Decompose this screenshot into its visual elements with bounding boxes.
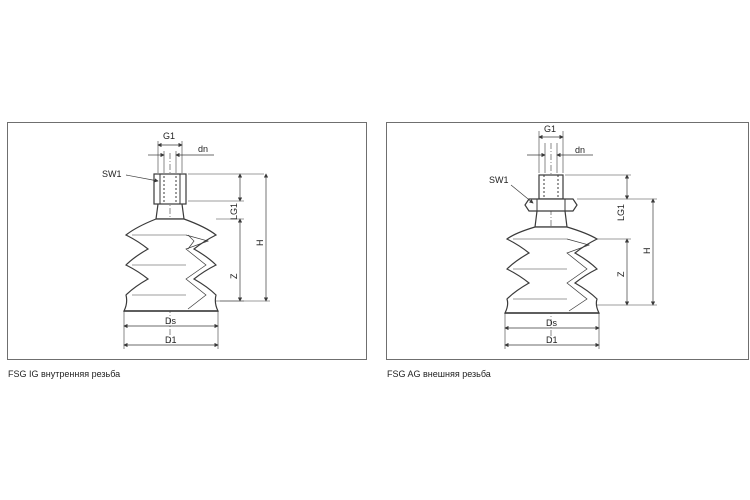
label-sw1: SW1 — [489, 175, 509, 185]
suction-cup-ag-drawing: G1 dn SW1 LG1 H Z Ds D1 — [489, 124, 657, 349]
label-z: Z — [616, 271, 626, 277]
drawing-panel-ig: G1 dn SW1 LG1 H Z Ds D1 — [7, 122, 367, 360]
label-d1: D1 — [546, 335, 558, 345]
hex-nut-ig — [153, 173, 187, 205]
threaded-stud-ag — [538, 174, 564, 200]
caption-ag: FSG AG внешняя резьба — [387, 369, 491, 379]
label-dn: dn — [198, 144, 208, 154]
label-h: H — [642, 248, 652, 255]
suction-cup-ig-drawing: G1 dn SW1 LG1 H Z Ds D1 — [102, 131, 270, 349]
label-z: Z — [229, 273, 239, 279]
label-lg1: LG1 — [616, 204, 626, 221]
label-ds: Ds — [546, 318, 557, 328]
label-g1: G1 — [163, 131, 175, 141]
label-lg1: LG1 — [229, 203, 239, 220]
label-g1: G1 — [544, 124, 556, 134]
label-h: H — [255, 240, 265, 247]
label-sw1: SW1 — [102, 169, 122, 179]
label-dn: dn — [575, 145, 585, 155]
drawing-panel-ag: G1 dn SW1 LG1 H Z Ds D1 — [386, 122, 749, 360]
label-ds: Ds — [165, 316, 176, 326]
caption-ig: FSG IG внутренняя резьба — [8, 369, 121, 379]
label-d1: D1 — [165, 335, 177, 345]
